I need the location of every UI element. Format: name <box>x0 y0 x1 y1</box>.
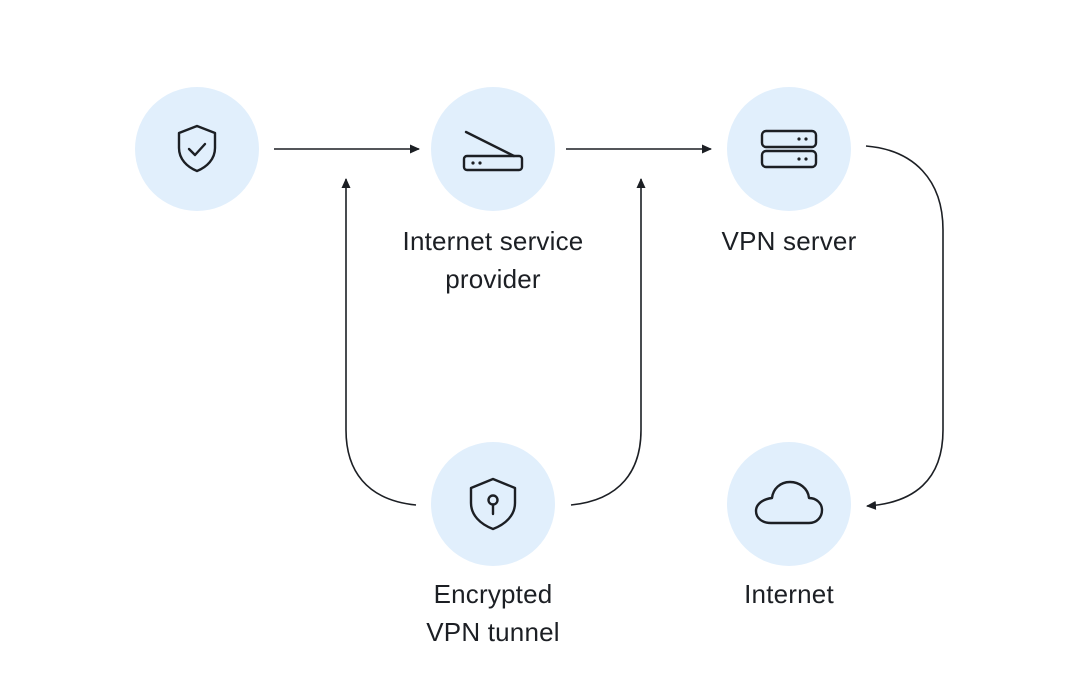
shield-keyhole-icon <box>462 473 524 535</box>
shield-check-icon <box>166 118 228 180</box>
arrow-tunnel-to-vpn-server <box>570 178 646 506</box>
tunnel-node <box>431 442 555 566</box>
arrow-tunnel-to-isp <box>341 178 417 506</box>
device-node <box>135 87 259 211</box>
isp-node <box>431 87 555 211</box>
tunnel-label: Encrypted VPN tunnel <box>426 579 560 647</box>
internet-node <box>727 442 851 566</box>
vpn-server-node <box>727 87 851 211</box>
isp-label: Internet service provider <box>402 226 584 294</box>
arrow-vpn-server-to-internet <box>865 145 944 510</box>
server-stack-icon <box>757 118 821 180</box>
cloud-icon <box>751 473 827 535</box>
internet-label: Internet <box>744 579 834 609</box>
vpn-server-label: VPN server <box>721 226 857 256</box>
router-icon <box>458 118 528 180</box>
